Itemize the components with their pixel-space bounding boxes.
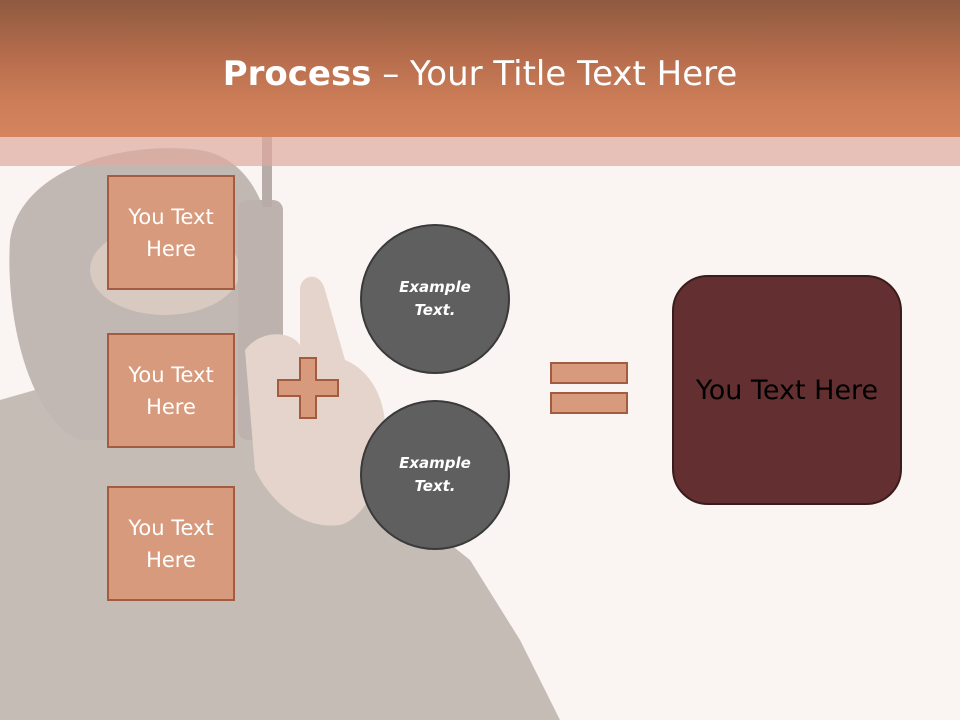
text-box-label: You Text Here	[128, 362, 214, 419]
title-bold: Process	[222, 54, 372, 94]
circle-label: Example Text.	[399, 454, 471, 495]
example-circle-1[interactable]: Example Text.	[360, 224, 510, 374]
plus-icon	[277, 357, 339, 419]
text-box-3[interactable]: You Text Here	[107, 486, 235, 601]
result-box[interactable]: You Text Here	[672, 275, 902, 505]
text-box-2[interactable]: You Text Here	[107, 333, 235, 448]
text-box-label: You Text Here	[128, 515, 214, 572]
header-bar	[0, 0, 960, 137]
header-strip	[0, 137, 960, 166]
example-circle-2[interactable]: Example Text.	[360, 400, 510, 550]
text-box-label: You Text Here	[128, 204, 214, 261]
page-title: Process – Your Title Text Here	[0, 52, 960, 96]
result-label: You Text Here	[695, 374, 879, 406]
text-box-1[interactable]: You Text Here	[107, 175, 235, 290]
circle-label: Example Text.	[399, 278, 471, 319]
title-rest: – Your Title Text Here	[371, 54, 738, 94]
equals-icon	[550, 362, 628, 414]
